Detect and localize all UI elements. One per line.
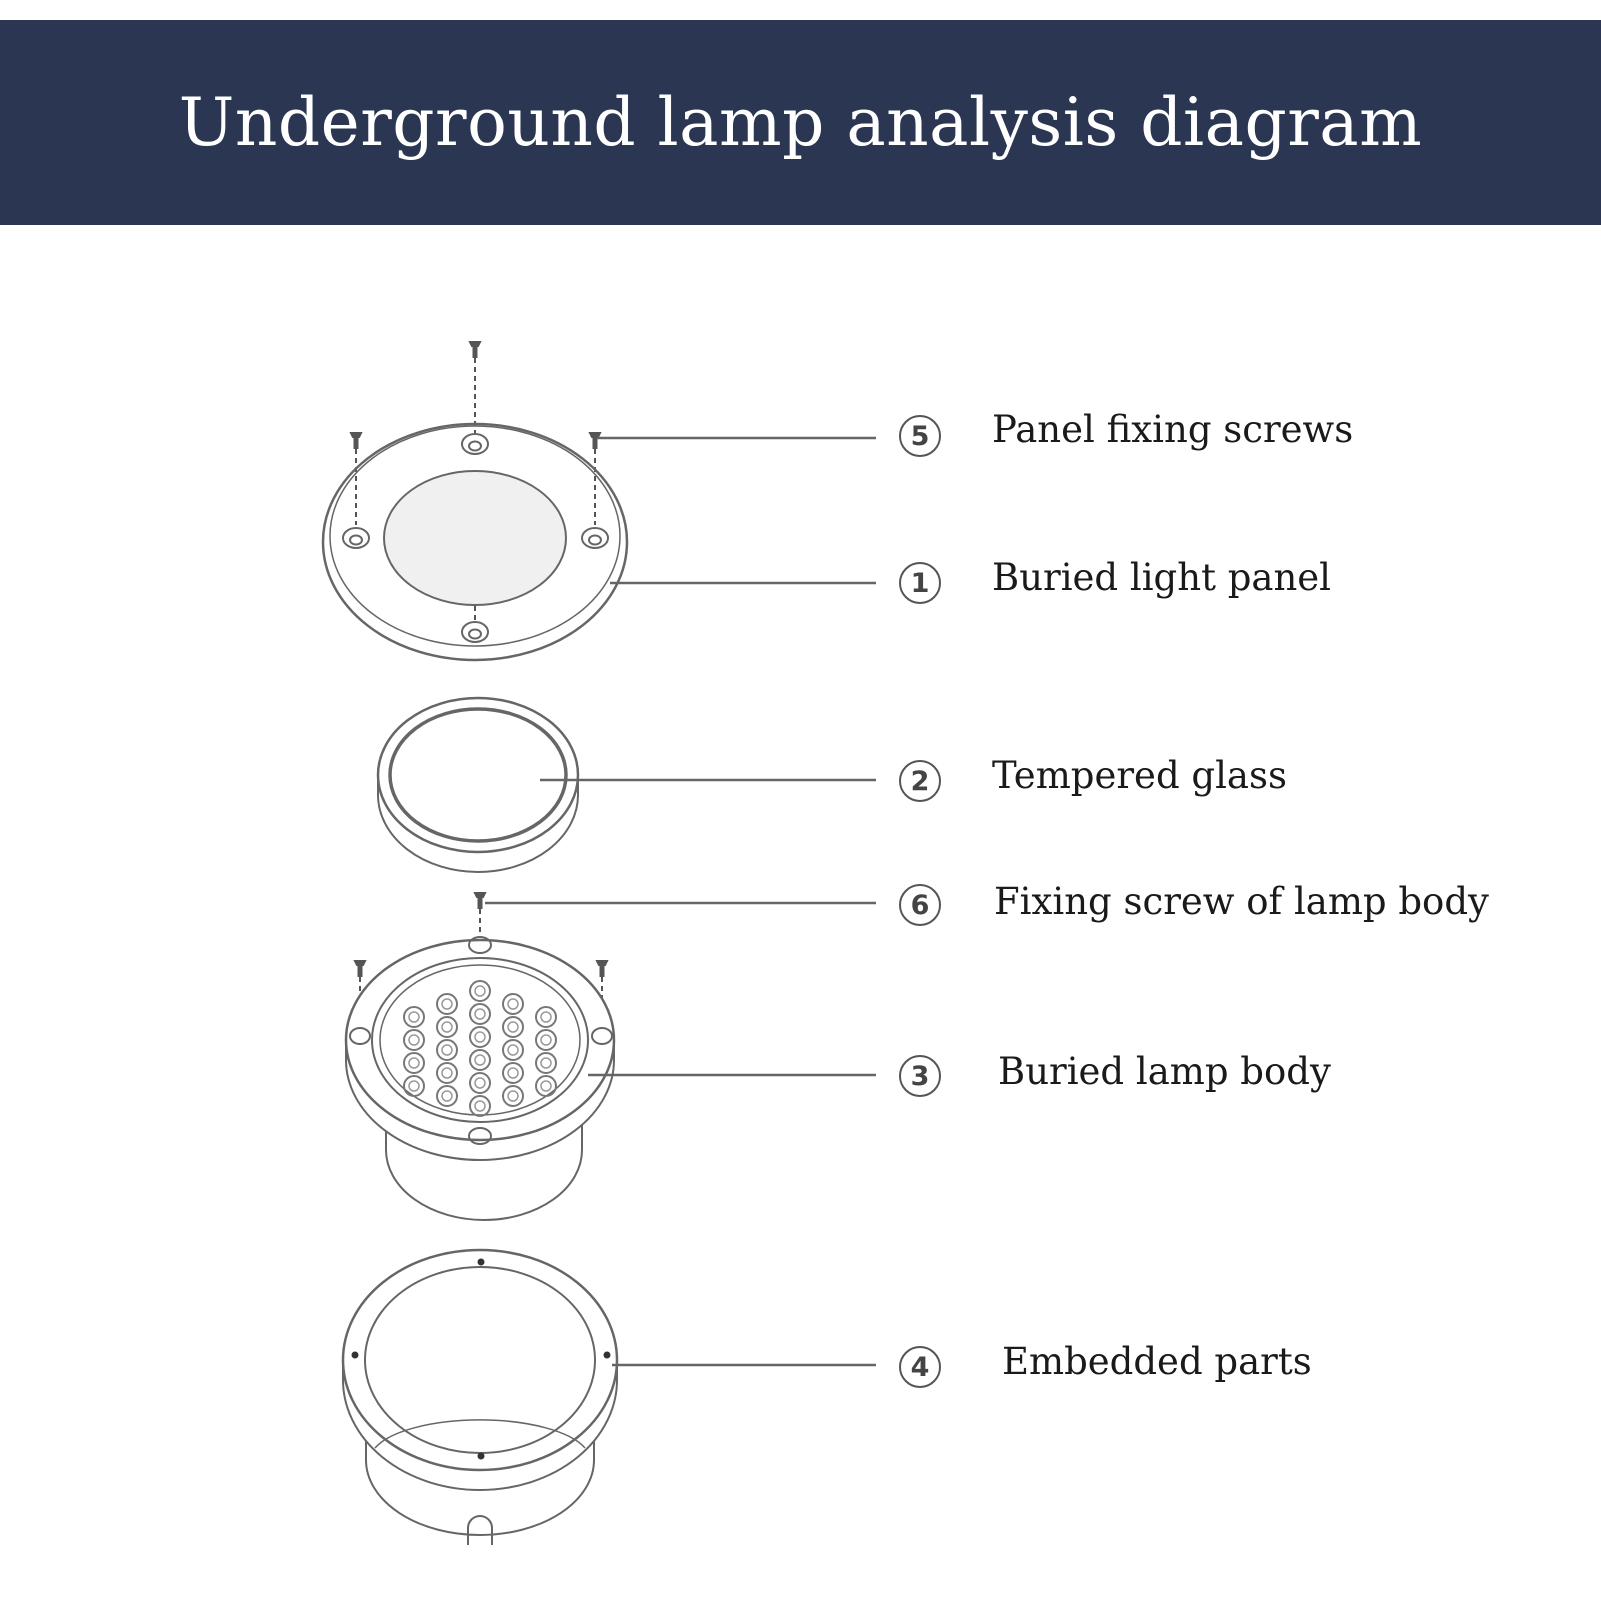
callout-number: 4: [899, 1346, 941, 1388]
part-label-panel-fixing-screws: Panel fixing screws: [992, 408, 1354, 451]
part-label-fixing-screw-of-lamp-body: Fixing screw of lamp body: [994, 880, 1489, 923]
part-label-buried-lamp-body: Buried lamp body: [998, 1050, 1331, 1093]
page-title: Underground lamp analysis diagram: [178, 84, 1423, 161]
part-label-tempered-glass: Tempered glass: [992, 754, 1287, 797]
tempered-glass: [376, 696, 580, 873]
callout-number: 5: [899, 415, 941, 457]
part-label-embedded-parts: Embedded parts: [1002, 1340, 1312, 1383]
light-panel: [321, 422, 629, 662]
callout-number: 6: [899, 884, 941, 926]
lamp-body: [344, 936, 616, 1221]
callout-number: 3: [899, 1055, 941, 1097]
callout-number: 2: [899, 760, 941, 802]
part-label-buried-light-panel: Buried light panel: [992, 556, 1331, 599]
leader-lines: [485, 436, 876, 1367]
title-banner: Underground lamp analysis diagram: [0, 20, 1601, 225]
callout-number: 1: [899, 562, 941, 604]
embedded-parts: [341, 1248, 619, 1545]
